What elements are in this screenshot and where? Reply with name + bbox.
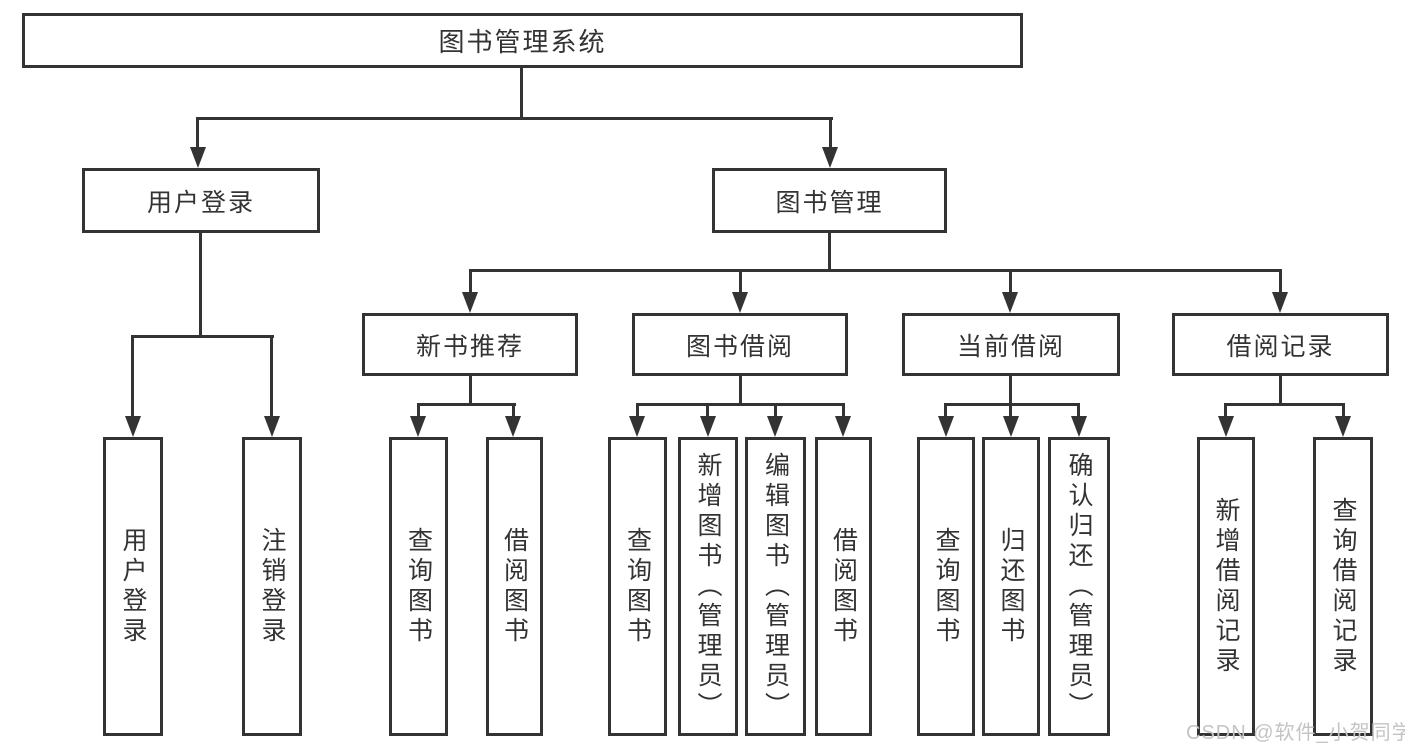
- connector-line: [131, 335, 134, 418]
- leaf-cb-confirm-return-admin: 确认归还（管理员）: [1048, 437, 1110, 736]
- arrow-down-icon: [125, 416, 141, 437]
- connector-line: [1279, 376, 1282, 406]
- leaf-user-login-label: 用户登录: [119, 526, 147, 647]
- arrow-down-icon: [190, 147, 206, 168]
- leaf-cb-confirm-return-admin-label: 确认归还（管理员）: [1065, 451, 1093, 722]
- arrow-down-icon: [1218, 416, 1234, 437]
- leaf-bb-borrow-books-label: 借阅图书: [829, 526, 858, 647]
- leaf-bb-edit-books-admin-label: 编辑图书（管理员）: [761, 451, 790, 722]
- leaf-logout: 注销登录: [242, 437, 302, 736]
- node-root-label: 图书管理系统: [438, 27, 607, 57]
- node-root: 图书管理系统: [22, 13, 1023, 68]
- arrow-down-icon: [1071, 416, 1087, 437]
- connector-line: [270, 335, 273, 418]
- connector-line: [774, 403, 777, 419]
- leaf-bb-add-books-admin: 新增图书（管理员）: [678, 437, 738, 736]
- leaf-cb-query-books-label: 查询图书: [932, 526, 960, 647]
- arrow-down-icon: [1002, 292, 1018, 313]
- arrow-down-icon: [732, 292, 748, 313]
- connector-line: [1009, 403, 1012, 419]
- leaf-br-add-record-label: 新增借阅记录: [1212, 496, 1240, 677]
- leaf-nbr-borrow-books: 借阅图书: [486, 437, 543, 736]
- arrow-down-icon: [938, 416, 954, 437]
- node-book-management: 图书管理: [712, 168, 947, 233]
- leaf-bb-borrow-books: 借阅图书: [815, 437, 872, 736]
- connector-line: [1342, 403, 1345, 419]
- connector-line: [1224, 403, 1227, 419]
- connector-line: [469, 269, 1282, 272]
- leaf-cb-query-books: 查询图书: [917, 437, 975, 736]
- leaf-nbr-query-books: 查询图书: [389, 437, 448, 736]
- connector-line: [636, 403, 639, 419]
- arrow-down-icon: [1272, 292, 1288, 313]
- connector-line: [196, 117, 833, 120]
- arrow-down-icon: [1335, 416, 1351, 437]
- connector-line: [469, 269, 472, 295]
- connector-line: [1009, 269, 1012, 295]
- connector-line: [842, 403, 845, 419]
- node-borrowing-records: 借阅记录: [1172, 313, 1389, 376]
- arrow-down-icon: [700, 416, 716, 437]
- connector-line: [739, 269, 742, 295]
- node-user-login-label: 用户登录: [146, 188, 255, 217]
- arrow-down-icon: [1003, 416, 1019, 437]
- node-book-borrowing-label: 图书借阅: [685, 332, 794, 361]
- leaf-br-query-record-label: 查询借阅记录: [1329, 496, 1357, 677]
- connector-line: [469, 376, 472, 406]
- leaf-nbr-borrow-books-label: 借阅图书: [500, 526, 529, 647]
- connector-line: [1224, 403, 1345, 406]
- node-user-login: 用户登录: [82, 168, 320, 233]
- arrow-down-icon: [835, 416, 851, 437]
- leaf-cb-return-books: 归还图书: [982, 437, 1040, 736]
- csdn-watermark: CSDN @软件_小贺同学: [1186, 722, 1405, 744]
- leaf-bb-edit-books-admin: 编辑图书（管理员）: [745, 437, 806, 736]
- arrow-down-icon: [505, 416, 521, 437]
- connector-line: [829, 117, 832, 151]
- node-current-borrowing-label: 当前借阅: [956, 332, 1065, 361]
- node-new-book-recommend: 新书推荐: [362, 313, 578, 376]
- leaf-bb-query-books: 查询图书: [608, 437, 667, 736]
- connector-line: [636, 403, 845, 406]
- connector-line: [196, 117, 199, 151]
- connector-line: [828, 233, 831, 272]
- leaf-cb-return-books-label: 归还图书: [997, 526, 1025, 647]
- node-book-management-label: 图书管理: [775, 188, 884, 217]
- leaf-logout-label: 注销登录: [258, 526, 286, 647]
- connector-line: [1279, 269, 1282, 295]
- node-new-book-recommend-label: 新书推荐: [415, 332, 524, 361]
- node-current-borrowing: 当前借阅: [902, 313, 1120, 376]
- connector-line: [944, 403, 947, 419]
- node-book-borrowing: 图书借阅: [632, 313, 848, 376]
- connector-line: [739, 376, 742, 406]
- connector-line: [706, 403, 709, 419]
- node-borrowing-records-label: 借阅记录: [1226, 332, 1335, 361]
- leaf-bb-add-books-admin-label: 新增图书（管理员）: [694, 451, 722, 722]
- leaf-nbr-query-books-label: 查询图书: [404, 526, 433, 647]
- arrow-down-icon: [629, 416, 645, 437]
- arrow-down-icon: [410, 416, 426, 437]
- arrow-down-icon: [462, 292, 478, 313]
- arrow-down-icon: [822, 147, 838, 168]
- connector-line: [1077, 403, 1080, 419]
- connector-line: [199, 233, 202, 338]
- connector-line: [512, 403, 515, 419]
- leaf-user-login: 用户登录: [103, 437, 163, 736]
- connector-line: [131, 335, 274, 338]
- connector-line: [520, 68, 523, 120]
- arrow-down-icon: [264, 416, 280, 437]
- connector-line: [417, 403, 420, 419]
- connector-line: [417, 403, 516, 406]
- leaf-bb-query-books-label: 查询图书: [623, 526, 652, 647]
- leaf-br-query-record: 查询借阅记录: [1313, 437, 1373, 736]
- arrow-down-icon: [767, 416, 783, 437]
- connector-line: [1009, 376, 1012, 406]
- connector-line: [944, 403, 1080, 406]
- leaf-br-add-record: 新增借阅记录: [1197, 437, 1255, 736]
